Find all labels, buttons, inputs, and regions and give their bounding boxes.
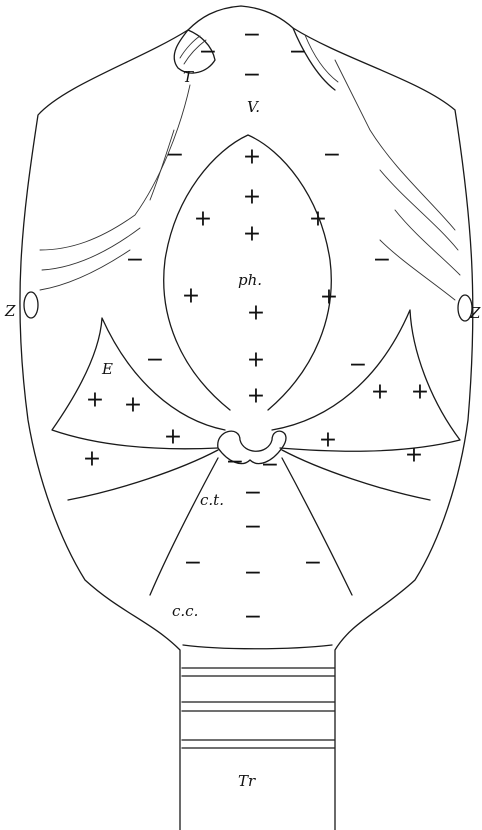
label-cc: c.c. — [172, 602, 198, 620]
left-band-1 — [40, 85, 190, 250]
label-ct: c.t. — [200, 491, 224, 509]
plus-sign: + — [319, 428, 337, 453]
minus-sign: − — [244, 515, 262, 540]
plus-sign: + — [83, 447, 101, 472]
label-Z-right: Z — [469, 304, 481, 322]
left-band-4 — [40, 250, 130, 290]
plus-sign: + — [309, 207, 327, 232]
label-E: E — [101, 360, 113, 378]
right-e-region — [272, 310, 460, 451]
plus-sign: + — [247, 301, 265, 326]
plus-signs: + + + + + + + + + + + + + + + + + + — [83, 145, 429, 472]
minus-sign: − — [226, 450, 244, 475]
right-band-4 — [380, 240, 455, 300]
plus-sign: + — [243, 222, 261, 247]
label-ph: ph. — [238, 271, 262, 289]
minus-sign: − — [244, 605, 262, 630]
minus-sign: − — [243, 23, 261, 48]
right-band-2 — [380, 170, 458, 250]
right-top-lobe-hatch — [305, 35, 338, 82]
minus-sign: − — [289, 40, 307, 65]
minus-sign: − — [349, 353, 367, 378]
minus-sign: − — [146, 348, 164, 373]
minus-sign: − — [261, 453, 279, 478]
head-outline — [188, 6, 473, 830]
minus-sign: − — [323, 143, 341, 168]
plus-sign: + — [86, 388, 104, 413]
minus-sign: − — [184, 551, 202, 576]
plus-sign: + — [182, 284, 200, 309]
minus-sign: − — [244, 481, 262, 506]
plus-sign: + — [371, 380, 389, 405]
minus-sign: − — [126, 248, 144, 273]
label-Z-left: Z — [4, 302, 16, 320]
minus-sign: − — [244, 561, 262, 586]
plus-sign: + — [247, 384, 265, 409]
plus-sign: + — [124, 393, 142, 418]
minus-sign: − — [199, 40, 217, 65]
plus-sign: + — [243, 145, 261, 170]
label-Tr: Tr — [238, 772, 256, 790]
right-band-3 — [395, 210, 460, 275]
plus-sign: + — [247, 348, 265, 373]
label-V: V. — [247, 98, 260, 116]
left-z-opening — [24, 292, 38, 318]
plus-sign: + — [405, 443, 423, 468]
left-e-region — [52, 318, 225, 449]
plus-sign: + — [320, 285, 338, 310]
plus-sign: + — [411, 380, 429, 405]
label-T: T — [183, 68, 194, 86]
plus-sign: + — [194, 207, 212, 232]
minus-sign: − — [166, 143, 184, 168]
plus-sign: + — [164, 425, 182, 450]
right-band-1 — [335, 60, 455, 230]
trachea-top — [183, 645, 332, 649]
minus-sign: − — [243, 63, 261, 88]
plus-sign: + — [243, 185, 261, 210]
minus-sign: − — [304, 551, 322, 576]
head-outline-left — [20, 30, 188, 830]
minus-sign: − — [373, 248, 391, 273]
